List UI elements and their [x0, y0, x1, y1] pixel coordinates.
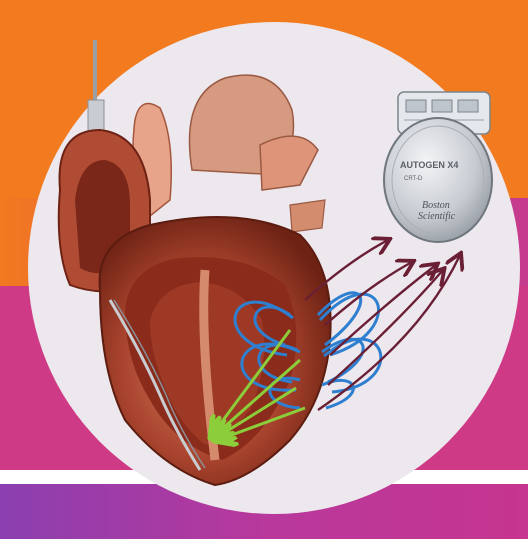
device-line1: CRT-D	[404, 176, 423, 182]
device-model: AUTOGEN X4	[400, 160, 458, 170]
device-can	[384, 118, 492, 242]
device-brand-line2: Scientific	[418, 211, 456, 222]
pacemaker-device: AUTOGEN X4 CRT-D Boston Scientific	[384, 92, 492, 242]
vessel-upper-right	[290, 200, 325, 232]
device-brand-line1: Boston	[422, 200, 450, 211]
